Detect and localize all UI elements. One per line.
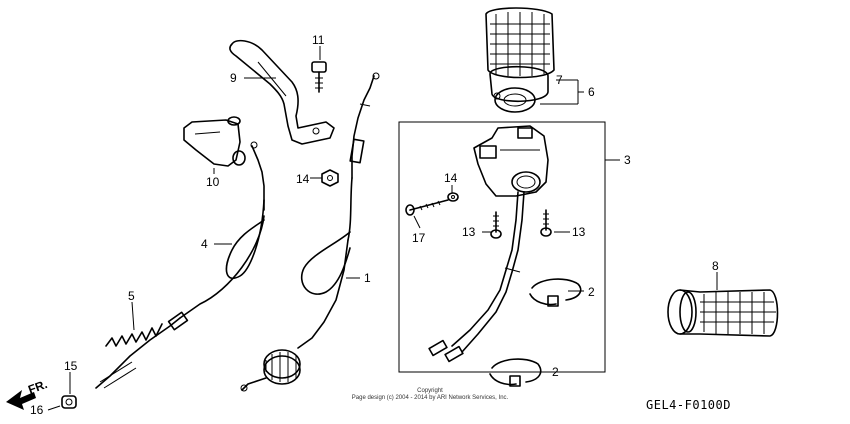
callout-17: 17 [412,231,426,245]
copyright-title: Copyright [417,388,443,394]
callout-14-right: 14 [444,171,458,185]
callout-10: 10 [206,175,220,189]
diagram-code: GEL4-F0100D [646,398,731,412]
throttle-cable [240,72,380,392]
callout-16: 16 [30,403,44,417]
callout-9: 9 [230,71,237,85]
band-lower [489,358,542,387]
callout-2-lower: 2 [552,365,559,379]
washer [447,192,459,202]
screw-right [540,209,552,237]
screw-left [490,211,502,239]
screw-long [405,199,449,216]
lever-holder [183,116,246,167]
callout-15: 15 [64,359,78,373]
band-upper [529,278,582,307]
left-grip [667,272,779,337]
lever-bolt [311,61,327,93]
brake-cable [95,141,265,389]
callout-13-right: 13 [572,225,586,239]
callout-11: 11 [312,33,325,47]
callout-13-left: 13 [462,225,476,239]
adjuster-joint [47,372,77,411]
front-label: FR. [26,377,49,397]
switch-assembly [428,125,549,363]
brake-lever [229,39,335,145]
copyright-text: Page design (c) 2004 - 2014 by ARI Netwo… [351,395,509,401]
callout-5: 5 [128,289,135,303]
front-arrow [6,390,36,410]
callout-4: 4 [201,237,208,251]
spring [105,301,163,347]
callout-8: 8 [712,259,719,273]
nut [321,169,339,187]
callout-3: 3 [624,153,631,167]
callout-7: 7 [556,73,563,87]
callout-6: 6 [588,85,595,99]
assembly-frame [398,121,606,373]
callout-1: 1 [364,271,371,285]
copyright-notice: Copyright Page design (c) 2004 - 2014 by… [300,388,560,402]
throttle-grip [485,7,555,113]
callout-14-left: 14 [296,172,310,186]
callout-2-upper: 2 [588,285,595,299]
